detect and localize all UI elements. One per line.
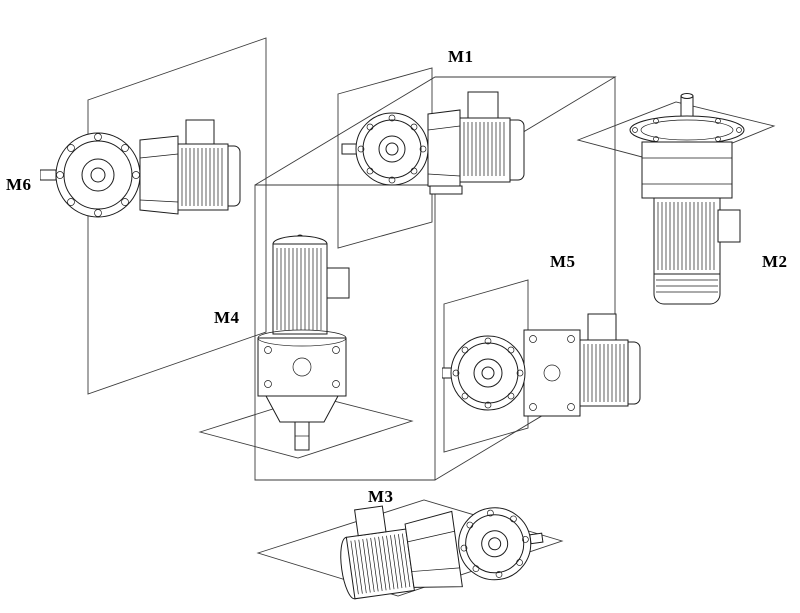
gearbox-housing bbox=[523, 329, 581, 417]
gearmotor-m6-illustration bbox=[40, 119, 241, 218]
fan-cover bbox=[653, 273, 721, 305]
mounting-plane-m5 bbox=[443, 279, 529, 453]
output-shaft bbox=[529, 532, 544, 545]
mounting-flange bbox=[450, 335, 526, 411]
cooling-fins bbox=[657, 202, 715, 270]
terminal-box bbox=[717, 209, 741, 243]
terminal-box bbox=[326, 267, 350, 299]
motor-body bbox=[177, 143, 229, 211]
gearbox-housing bbox=[257, 337, 347, 397]
label-m5: M5 bbox=[550, 252, 576, 271]
cooling-fins bbox=[583, 344, 625, 402]
cooling-fins bbox=[276, 248, 322, 330]
motor-body bbox=[653, 197, 721, 275]
gearmotor-m2-illustration bbox=[629, 93, 745, 305]
fan-cover bbox=[627, 341, 641, 405]
cooling-fins bbox=[463, 122, 505, 176]
terminal-box bbox=[354, 505, 387, 537]
fan-cover bbox=[227, 145, 241, 207]
gearbox-housing bbox=[641, 141, 733, 199]
cooling-fins bbox=[350, 533, 411, 595]
label-m2: M2 bbox=[762, 252, 788, 271]
motor-body bbox=[345, 528, 415, 600]
motor-body bbox=[272, 243, 328, 335]
gearmotor-m3-illustration bbox=[340, 505, 544, 600]
mounting-plane-m6 bbox=[87, 37, 267, 395]
motor-body bbox=[459, 117, 511, 183]
mounting-plane-m1 bbox=[337, 67, 433, 249]
label-m4: M4 bbox=[214, 308, 240, 327]
mounting-feet bbox=[429, 185, 463, 195]
label-m6: M6 bbox=[6, 175, 32, 194]
gearmotor-m5-illustration bbox=[442, 313, 641, 417]
mounting-flange bbox=[458, 507, 532, 581]
cooling-fins bbox=[181, 148, 223, 206]
label-m3: M3 bbox=[368, 487, 394, 506]
gearmotor-m4-illustration bbox=[257, 234, 350, 451]
gearbox-housing bbox=[404, 510, 463, 588]
gearmotor-m1-illustration bbox=[341, 91, 525, 195]
fan-cover bbox=[509, 119, 525, 181]
terminal-box bbox=[587, 313, 617, 341]
label-m1: M1 bbox=[448, 47, 474, 66]
gearbox-housing bbox=[139, 135, 179, 215]
mounting-flange bbox=[55, 132, 141, 218]
terminal-box bbox=[467, 91, 499, 119]
output-shaft bbox=[40, 169, 57, 181]
cube-top-face bbox=[254, 76, 617, 186]
terminal-box bbox=[185, 119, 215, 145]
mounting-flange bbox=[355, 112, 429, 186]
gearbox-housing bbox=[427, 109, 461, 191]
